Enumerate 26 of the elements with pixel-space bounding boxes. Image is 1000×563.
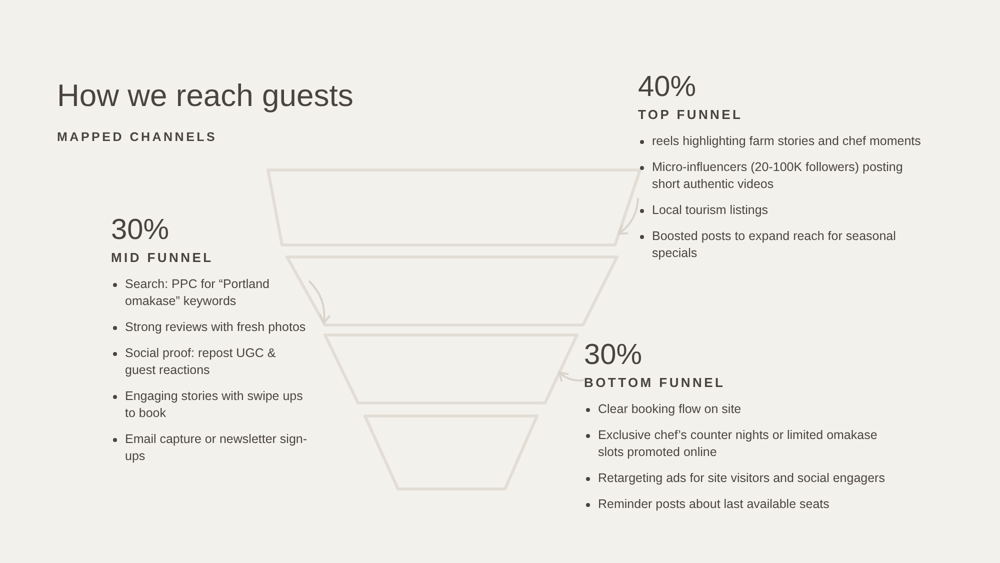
subtitle: MAPPED CHANNELS	[57, 129, 218, 146]
curved-arrow	[618, 198, 639, 235]
funnel-tier	[324, 334, 578, 404]
bullet-text: Boosted posts to expand reach for seasonal specials	[652, 228, 897, 262]
percentage: 40%	[638, 70, 696, 104]
bullet-text: Local tourism listings	[652, 202, 768, 218]
tier-heading: BOTTOM FUNNEL	[584, 374, 726, 392]
bullet-text: Retargeting ads for site visitors and social engagers	[598, 470, 885, 486]
bullet-text: Engaging stories with swipe ups to book	[125, 388, 304, 422]
percentage: 30%	[111, 213, 170, 247]
title: How we reach guests	[57, 80, 354, 111]
bullet-text: Clear booking flow on site	[598, 400, 742, 418]
bullet-text: reels highlighting farm stories and chef moments	[652, 132, 921, 150]
curved-arrow	[558, 371, 584, 382]
tier-heading: TOP FUNNEL	[638, 106, 743, 124]
bullet-text: Email capture or newsletter sign-ups	[125, 430, 308, 464]
bullet-text: Micro-influencers (20-100K followers) posting short authentic videos	[652, 158, 904, 192]
bullet-text: Reminder posts about last available seats	[598, 496, 830, 512]
percentage: 30%	[584, 338, 642, 372]
bullet-text: Strong reviews with fresh photos	[125, 318, 306, 336]
bullet-text: Social proof: repost UGC & guest reactions	[125, 344, 277, 378]
funnel-tier	[266, 168, 642, 246]
bullet-text: Search: PPC for “Portland omakase” keywords	[125, 276, 271, 310]
tier-heading: MID FUNNEL	[111, 249, 214, 267]
bullet-text: Exclusive chef’s counter nights or limited omakase slots promoted online	[598, 426, 878, 460]
curved-arrow	[308, 280, 331, 324]
